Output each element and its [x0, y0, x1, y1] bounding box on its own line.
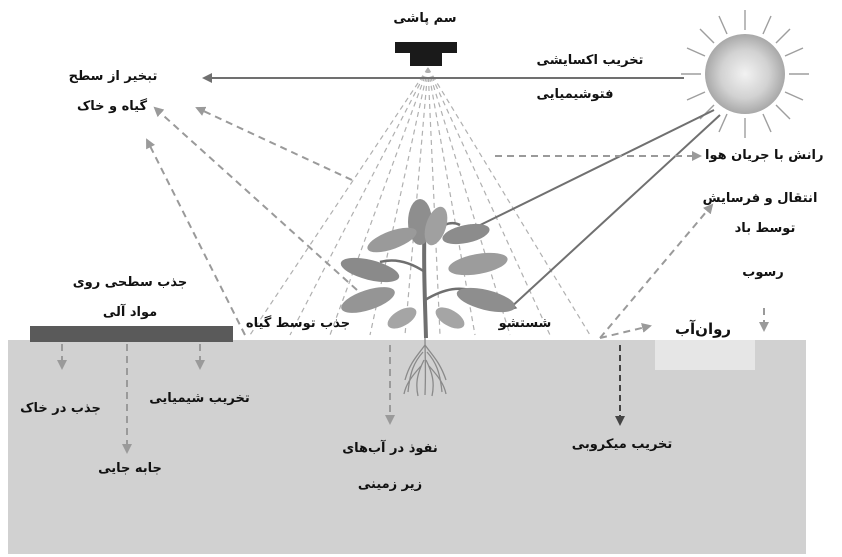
runoff-label: روان‌آب	[674, 320, 732, 338]
chemical-degradation-label: تخریب شیمیایی	[149, 391, 250, 406]
wind-transport-label-2: توسط باد	[734, 221, 796, 236]
organic-matter-layer	[30, 326, 233, 342]
sprayer-icon	[395, 42, 457, 66]
organic-adsorption-label-1: جذب سطحی روی	[72, 275, 188, 290]
photo-degradation-label-1: تخریب اکسایشی	[536, 53, 644, 68]
plant-icon	[340, 199, 516, 339]
runoff-label-bg	[655, 340, 755, 370]
fate-arrows	[57, 106, 769, 454]
sun-icon	[681, 10, 809, 138]
groundwater-label-2: زیر زمینی	[357, 477, 423, 492]
groundwater-label-1: نفوذ در آب‌های	[342, 441, 438, 456]
roots-icon	[403, 337, 447, 397]
displacement-label: جابه جایی	[98, 461, 162, 476]
washoff-label: شستشو	[498, 316, 552, 331]
soil-absorption-label: جذب در خاک	[20, 401, 101, 416]
plant-uptake-label: جذب توسط گیاه	[245, 316, 351, 331]
evaporation-label-2: گیاه و خاک	[76, 99, 148, 114]
evaporation-label-1: تبخیر از سطح	[68, 69, 158, 84]
photo-degradation-label-2: فتوشیمیایی	[536, 87, 614, 102]
sunlight-arrows	[202, 73, 721, 312]
spraying-label: سم پاشی	[393, 11, 457, 26]
microbial-degradation-label: تخریب میکروبی	[571, 437, 673, 452]
organic-adsorption-label-2: مواد آلی	[102, 305, 158, 320]
deposition-label: رسوب	[742, 265, 784, 280]
air-drift-label: رانش با جریان هوا	[705, 148, 824, 163]
wind-transport-label-1: انتقال و فرسایش	[702, 191, 818, 206]
